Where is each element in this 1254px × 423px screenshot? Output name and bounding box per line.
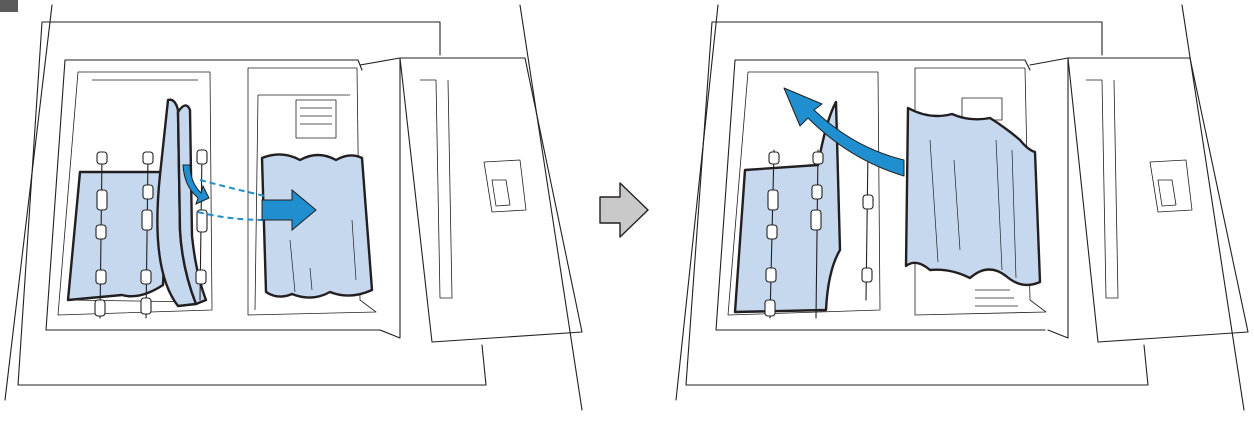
paper-remove-arrow-icon [784,88,904,176]
print-head-right [962,98,1002,120]
flow-path-dashed [198,180,265,220]
cover-door-left-panel [360,58,582,342]
door-handle-left [484,160,526,212]
step-marker [0,0,18,12]
cover-door-right-panel [1030,58,1248,342]
next-step-arrow-icon [600,183,648,237]
paper-being-removed [906,108,1040,285]
printer-panel-after [676,5,1248,410]
printer-panel-before [5,5,582,410]
door-handle-right [1150,160,1192,212]
print-head [296,100,336,138]
